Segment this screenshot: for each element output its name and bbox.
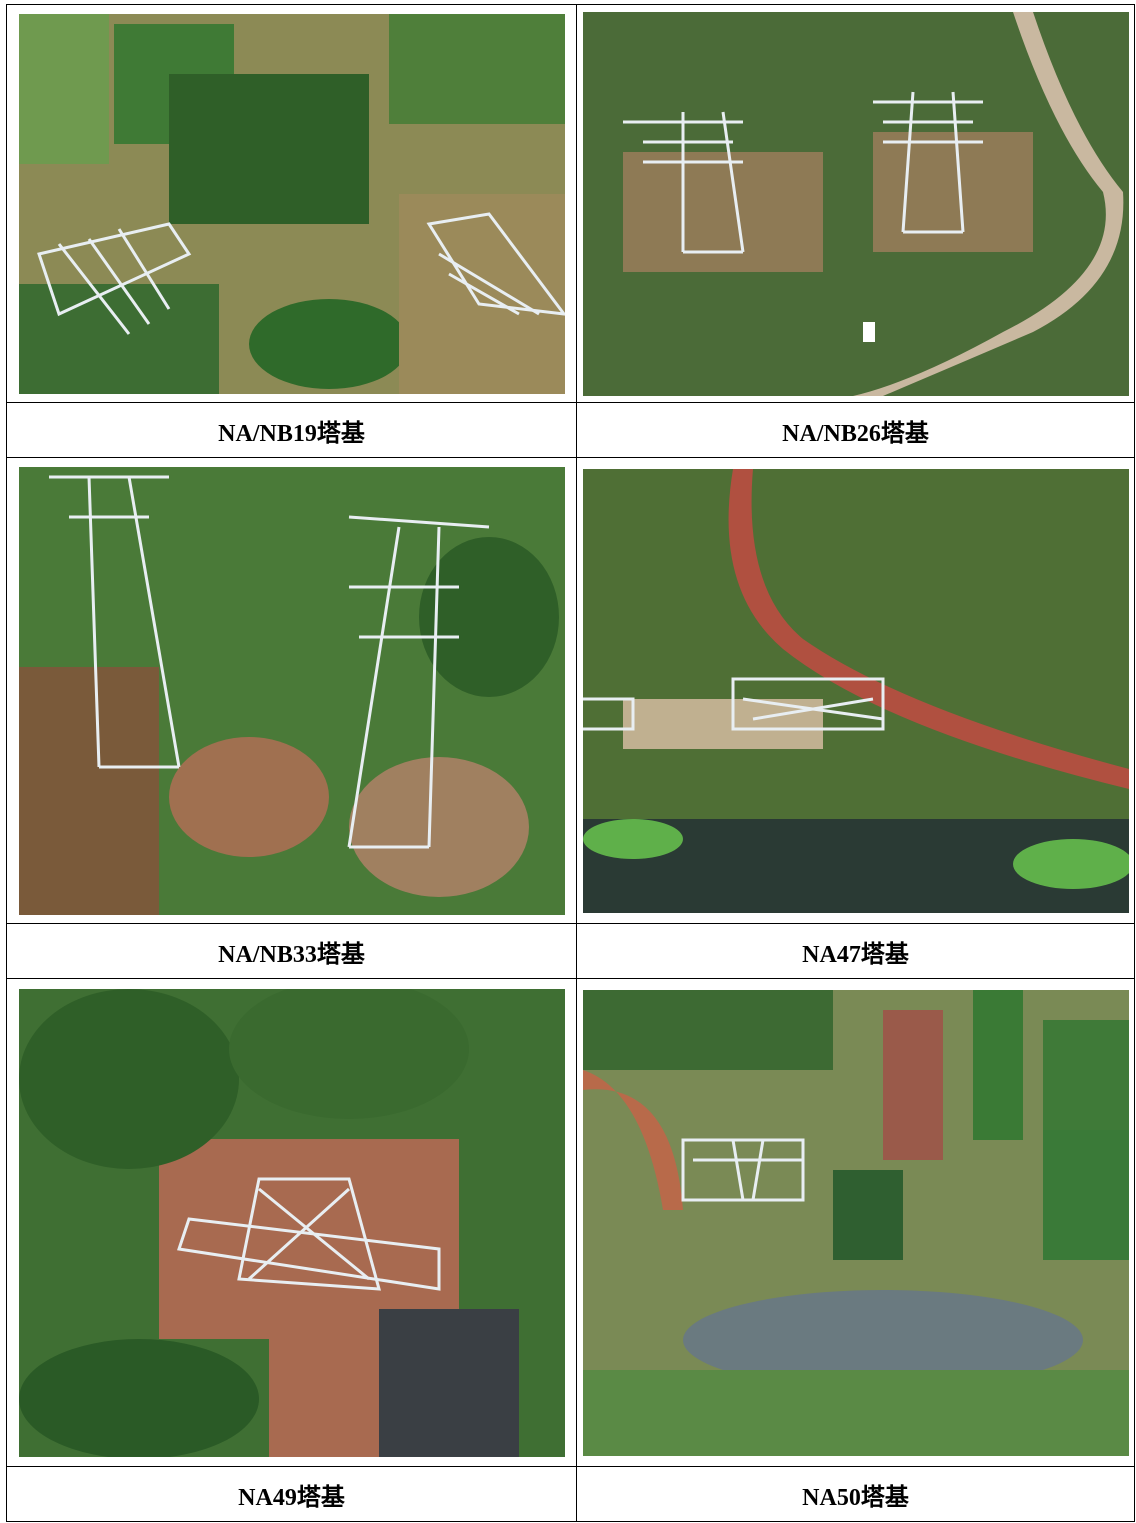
caption-na50: NA50塔基 — [576, 1466, 1135, 1522]
aerial-transmission-tower-photo — [18, 13, 565, 394]
aerial-photo-na47 — [582, 468, 1129, 913]
aerial-transmission-tower-photo — [582, 989, 1129, 1456]
photo-cell-na-nb26 — [576, 4, 1135, 403]
photo-cell-na50 — [576, 978, 1135, 1467]
aerial-photo-na-nb19 — [18, 13, 565, 394]
photo-grid-table: NA/NB19塔基 NA/NB26塔基 — [6, 4, 1135, 1522]
caption-na47: NA47塔基 — [576, 923, 1135, 979]
photo-cell-na-nb33 — [6, 457, 577, 924]
caption-na49: NA49塔基 — [6, 1466, 577, 1522]
aerial-transmission-tower-photo — [582, 11, 1129, 396]
caption-na-nb33: NA/NB33塔基 — [6, 923, 577, 979]
aerial-photo-na-nb26 — [582, 11, 1129, 396]
aerial-photo-na50 — [582, 989, 1129, 1456]
photo-cell-na-nb19 — [6, 4, 577, 403]
caption-na-nb19: NA/NB19塔基 — [6, 402, 577, 458]
caption-na-nb26: NA/NB26塔基 — [576, 402, 1135, 458]
aerial-transmission-tower-photo — [582, 468, 1129, 913]
aerial-photo-na49 — [18, 988, 565, 1457]
photo-cell-na49 — [6, 978, 577, 1467]
aerial-photo-na-nb33 — [18, 466, 565, 915]
aerial-transmission-tower-photo — [18, 988, 565, 1457]
aerial-transmission-tower-photo — [18, 466, 565, 915]
photo-cell-na47 — [576, 457, 1135, 924]
